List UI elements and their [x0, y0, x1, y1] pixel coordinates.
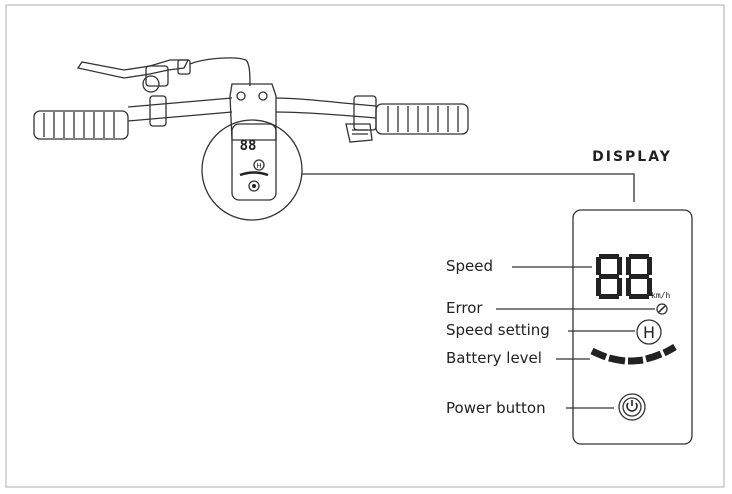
housing-screw-left [236, 91, 246, 101]
bar-tube-left [127, 97, 233, 122]
brake-screw [142, 75, 160, 93]
mini-display: 88 H [231, 123, 277, 201]
right-grip [375, 103, 469, 135]
brake-clamp [145, 65, 169, 87]
speed-digits [596, 254, 652, 299]
mini-mode-letter: H [256, 162, 261, 170]
label-speed-setting: Speed setting [446, 321, 550, 339]
mini-battery-arc [239, 171, 269, 177]
label-error: Error [446, 299, 483, 317]
mini-mode-indicator [253, 159, 265, 171]
speed-mode-letter: H [643, 323, 655, 342]
display-housing [229, 83, 277, 141]
label-power-button: Power button [446, 399, 546, 417]
housing-screw-right [258, 91, 268, 101]
speed-setting-indicator: H [636, 319, 662, 345]
label-speed: Speed [446, 257, 493, 275]
digit-2 [626, 254, 652, 299]
brake-cable [189, 57, 251, 87]
outer-border [5, 4, 725, 488]
left-grip [33, 110, 129, 140]
brake-lever [76, 59, 190, 79]
power-button-icon [618, 393, 646, 421]
left-bar-clamp [149, 95, 167, 127]
error-wrench-icon [656, 303, 668, 315]
display-leader-line [302, 173, 635, 202]
label-battery-level: Battery level [446, 349, 542, 367]
brake-cable-nut [177, 59, 191, 75]
digit-1 [596, 254, 622, 299]
display-title: DISPLAY [592, 149, 672, 165]
mini-digits: 88 [240, 138, 257, 154]
throttle-clamp [353, 95, 377, 131]
bar-tube-right [275, 97, 377, 119]
mini-power-button [248, 180, 260, 192]
battery-level-arc [590, 343, 677, 365]
throttle-trigger [345, 123, 373, 143]
display-panel: km/h H [572, 209, 693, 445]
magnify-circle [201, 119, 303, 221]
handlebar-illustration: 88 H [33, 57, 635, 221]
speed-unit: km/h [651, 291, 670, 300]
